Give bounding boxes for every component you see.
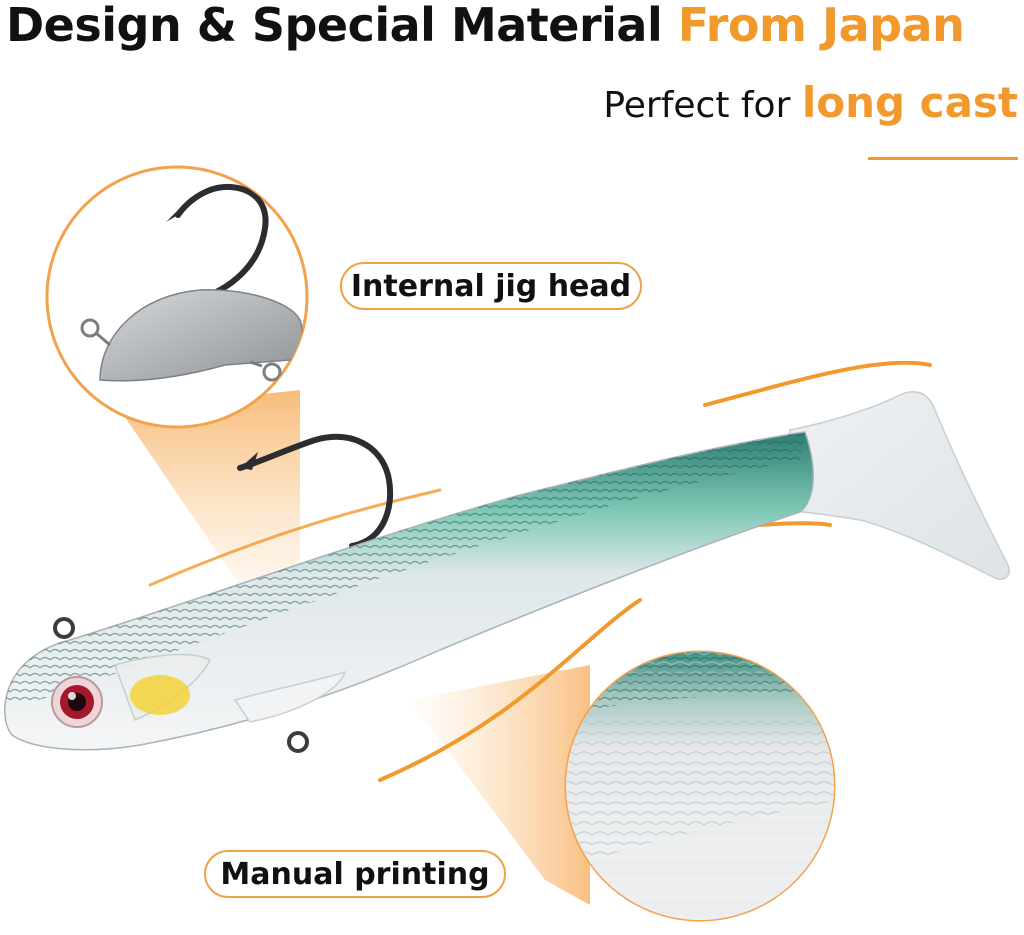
callout-manual-printing-label: Manual printing xyxy=(220,856,490,892)
belly-eyelet-icon xyxy=(287,731,309,753)
magnifier-beam-top xyxy=(120,390,300,600)
hook-icon xyxy=(237,433,394,549)
title-main: Design & Special Material xyxy=(6,0,663,52)
title-accent: From Japan xyxy=(677,0,965,52)
magnifier-beam-bottom xyxy=(410,665,590,905)
lure-icon xyxy=(4,391,1010,753)
callout-jig-head: Internal jig head xyxy=(340,262,642,310)
line-tie-icon xyxy=(53,617,75,639)
callout-jig-head-label: Internal jig head xyxy=(350,268,632,304)
accent-divider xyxy=(868,157,1018,160)
swoosh-line xyxy=(148,488,442,587)
gill-spot xyxy=(130,675,190,715)
swoosh-line xyxy=(703,360,932,407)
hook-icon xyxy=(175,183,269,303)
subtitle-accent: long cast xyxy=(801,78,1018,127)
subtitle-main: Perfect for xyxy=(603,85,791,126)
callout-manual-printing: Manual printing xyxy=(204,850,506,898)
jig-icon xyxy=(99,289,303,382)
printing-zoom xyxy=(564,650,836,922)
page-title: Design & Special Material From Japan xyxy=(6,0,965,52)
jig-head-zoom xyxy=(45,165,309,429)
subtitle: Perfect for long cast xyxy=(603,78,1018,127)
swoosh-line xyxy=(378,598,642,782)
